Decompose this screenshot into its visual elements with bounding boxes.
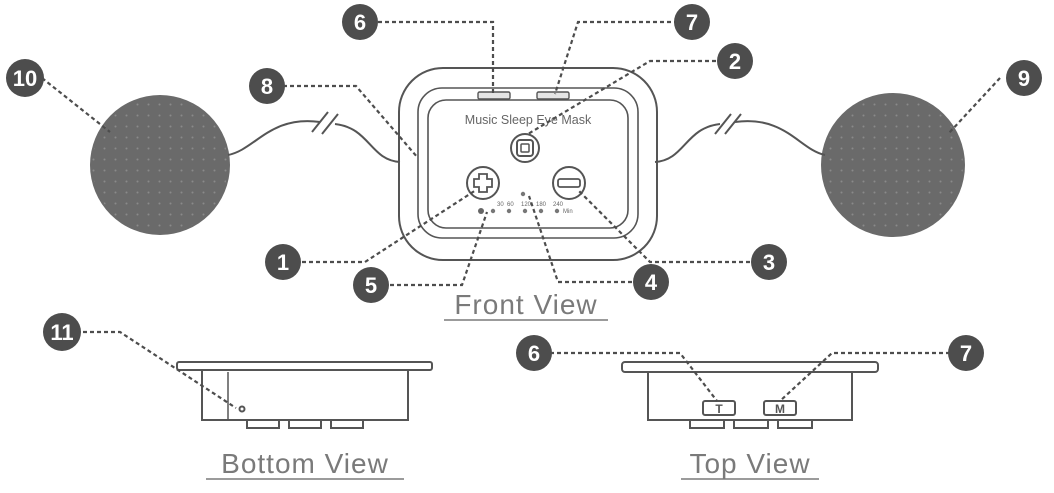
callout-10: 10 — [6, 59, 44, 97]
svg-text:5: 5 — [365, 273, 377, 298]
svg-text:9: 9 — [1018, 66, 1030, 91]
callout-6-top: 6 — [516, 335, 552, 371]
bottom-view-caption: Bottom View — [221, 448, 389, 479]
callout-7: 7 — [674, 4, 710, 40]
svg-text:10: 10 — [13, 66, 37, 91]
callout-11: 11 — [43, 313, 81, 351]
mode-side-button[interactable]: M — [763, 400, 797, 416]
minus-icon — [557, 178, 581, 188]
mode-button[interactable] — [510, 133, 540, 163]
callout-5: 5 — [353, 267, 389, 303]
right-speaker — [821, 93, 965, 237]
volume-down-button[interactable] — [552, 166, 586, 200]
control-box — [398, 67, 658, 261]
svg-text:11: 11 — [50, 320, 73, 345]
svg-text:4: 4 — [645, 270, 658, 295]
left-cable — [227, 111, 401, 163]
screen-label: Music Sleep Eye Mask — [465, 113, 592, 127]
timer-label-60: 60 — [507, 202, 514, 208]
svg-text:3: 3 — [763, 250, 775, 275]
timer-label-120: 120 — [521, 202, 532, 208]
timer-label-30: 30 — [497, 202, 504, 208]
right-cable — [654, 113, 826, 163]
timer-indicators: 30 60 120 180 240 Min — [478, 202, 573, 215]
left-speaker — [90, 95, 230, 235]
callout-3: 3 — [751, 244, 787, 280]
svg-text:6: 6 — [354, 10, 366, 35]
timer-button-label: T — [715, 402, 723, 416]
reset-hole — [238, 405, 246, 413]
callout-1: 1 — [265, 244, 301, 280]
svg-text:7: 7 — [686, 10, 698, 35]
callout-4: 4 — [633, 264, 669, 300]
timer-label-240: 240 — [553, 202, 564, 208]
timer-label-180: 180 — [536, 202, 547, 208]
top-view-device — [621, 361, 879, 429]
callout-8: 8 — [249, 68, 285, 104]
svg-text:7: 7 — [960, 341, 972, 366]
plus-icon — [473, 173, 493, 193]
callout-9: 9 — [1006, 60, 1042, 96]
callout-7-top: 7 — [948, 335, 984, 371]
mode-button-label: M — [775, 402, 785, 416]
bottom-view-device — [176, 361, 433, 429]
callout-2: 2 — [717, 43, 753, 79]
svg-text:8: 8 — [261, 74, 273, 99]
volume-up-button[interactable] — [466, 166, 500, 200]
leader-lines — [41, 20, 1001, 409]
timer-unit: Min — [563, 209, 573, 215]
svg-text:6: 6 — [528, 341, 540, 366]
svg-text:2: 2 — [729, 49, 741, 74]
svg-text:1: 1 — [277, 250, 289, 275]
top-view-caption: Top View — [689, 448, 810, 479]
power-icon — [478, 208, 484, 214]
callout-6: 6 — [342, 4, 378, 40]
timer-button[interactable]: T — [702, 400, 736, 416]
indicator-light — [520, 191, 526, 197]
front-view-caption: Front View — [454, 289, 597, 320]
